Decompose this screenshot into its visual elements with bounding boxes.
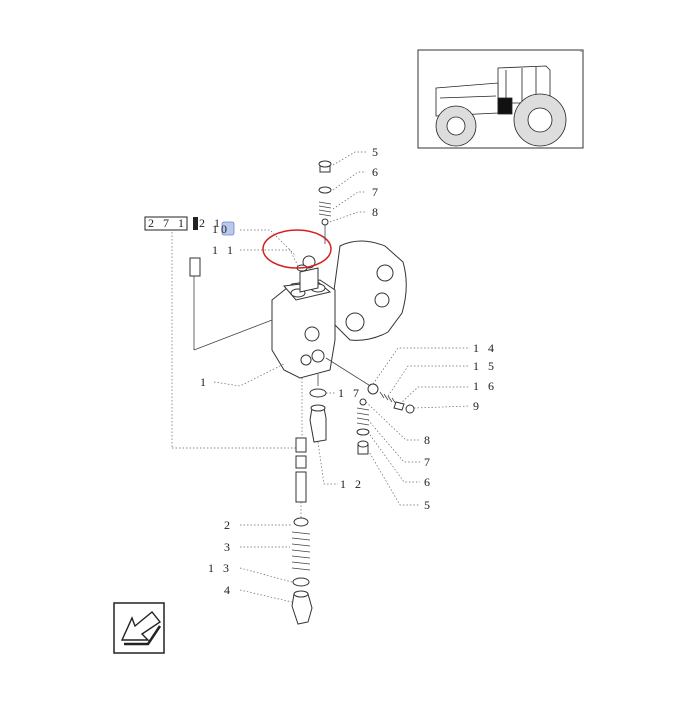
label-2: 2 (224, 518, 233, 532)
side-valve-stack (325, 357, 415, 414)
label-1: 1 (200, 375, 209, 389)
ref-suffix: 2 1 (199, 216, 223, 230)
label-9: 9 (473, 399, 482, 413)
label-11: 1 1 (212, 243, 236, 257)
label-5-bottom: 5 (424, 498, 433, 512)
callout-10-highlight (221, 221, 235, 236)
valve-body (271, 240, 407, 379)
label-5-top: 5 (372, 145, 381, 159)
label-13: 1 3 (208, 561, 232, 575)
spool-assembly (291, 378, 313, 625)
label-7-top: 7 (372, 185, 381, 199)
upper-plug-stack (318, 160, 332, 244)
label-4: 4 (224, 583, 233, 597)
reference-rod (171, 232, 300, 449)
ref-code: 2 7 1 (148, 216, 187, 230)
reference-box[interactable]: 2 7 1 2 1 (144, 216, 223, 231)
lower-plug-stack (356, 398, 370, 455)
highlight-circle (262, 229, 332, 269)
label-16: 1 6 (473, 379, 497, 393)
svg-text:.: . (580, 45, 582, 54)
label-14: 1 4 (473, 341, 497, 355)
label-3: 3 (224, 540, 233, 554)
return-arrow-icon[interactable] (113, 602, 165, 654)
lower-cartridge (309, 374, 327, 443)
label-6-top: 6 (372, 165, 381, 179)
label-10[interactable]: 10 (212, 222, 230, 236)
label-8-top: 8 (372, 205, 381, 219)
label-7-bottom: 7 (424, 455, 433, 469)
label-8-bottom: 8 (424, 433, 433, 447)
label-12: 1 2 (340, 477, 364, 491)
label-15: 1 5 (473, 359, 497, 373)
label-6-bottom: 6 (424, 475, 433, 489)
tractor-thumbnail[interactable] (417, 49, 584, 149)
label-17: 1 7 (338, 386, 362, 400)
